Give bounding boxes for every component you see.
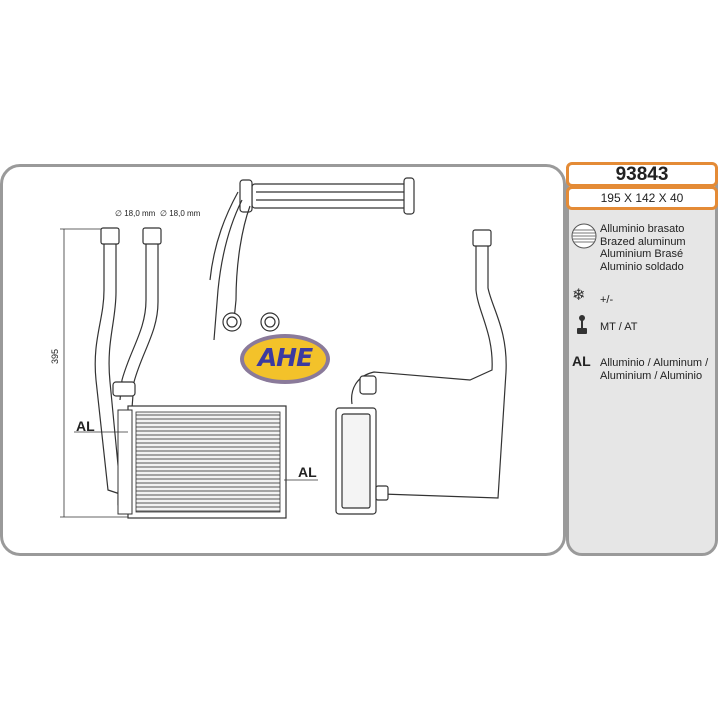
construction-es: Aluminio soldado xyxy=(600,260,684,273)
construction-it: Alluminio brasato xyxy=(600,223,685,235)
side-view-assembly xyxy=(335,229,507,515)
construction-en: Brazed aluminum xyxy=(600,235,686,248)
product-dimensions: 195 X 142 X 40 xyxy=(566,186,718,210)
material-label-front: AL xyxy=(76,418,95,434)
pipe-diameter-label-1: ∅ 18,0 mm xyxy=(115,209,156,218)
ahe-logo xyxy=(240,334,330,384)
material-names-1: Alluminio / Aluminum / xyxy=(600,357,709,369)
material-label-side: AL xyxy=(298,464,317,480)
snowflake-icon: ❄ xyxy=(572,287,586,304)
height-dimension-value: 395 xyxy=(50,348,60,364)
product-code: 93843 xyxy=(566,162,718,187)
construction-fr: Aluminium Brasé xyxy=(600,248,684,260)
material-code: AL xyxy=(572,353,591,369)
top-view-assembly xyxy=(209,177,415,341)
tolerance-value: +/- xyxy=(600,294,614,306)
gearshift-icon xyxy=(577,315,587,334)
pipe-diameter-label-2: ∅ 18,0 mm xyxy=(160,209,201,218)
material-names-2: Aluminium / Aluminio xyxy=(600,369,703,382)
material-leaders xyxy=(74,431,318,481)
heater-core-front xyxy=(117,405,287,519)
transmission-value: MT / AT xyxy=(600,321,638,333)
ahe-logo-text: AHE xyxy=(257,343,313,372)
height-dimension-line xyxy=(60,228,128,518)
brazed-core-icon xyxy=(571,223,597,249)
